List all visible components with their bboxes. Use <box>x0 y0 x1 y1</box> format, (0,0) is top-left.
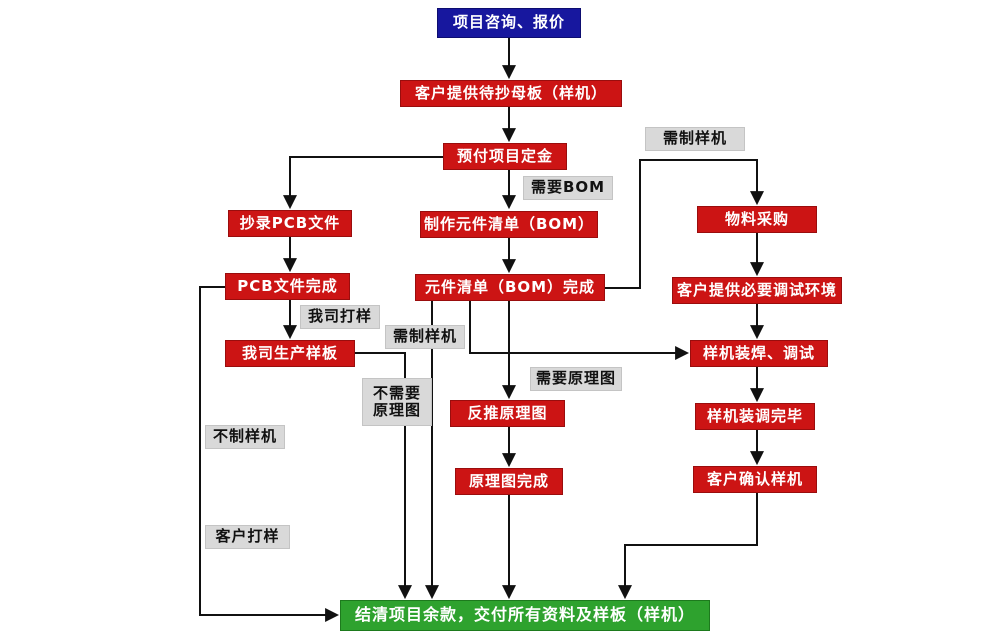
edge-confirm-prototype-to-settle <box>618 493 758 600</box>
node-debug-env: 客户提供必要调试环境 <box>672 277 842 304</box>
label-need-prototype-mid: 需制样机 <box>385 325 465 349</box>
label-need-prototype-top: 需制样机 <box>645 127 745 151</box>
node-copy-pcb: 抄录PCB文件 <box>228 210 352 237</box>
node-assemble-debug: 样机装焊、调试 <box>690 340 828 367</box>
edge-deposit-to-copy-pcb <box>283 156 443 210</box>
label-our-sampling: 我司打样 <box>300 305 380 329</box>
node-produce-sample: 我司生产样板 <box>225 340 355 367</box>
node-deposit: 预付项目定金 <box>443 143 567 170</box>
edge-pcb-done-to-settle <box>199 286 340 622</box>
node-reverse-schematic: 反推原理图 <box>450 400 565 427</box>
node-pcb-done: PCB文件完成 <box>225 273 350 300</box>
node-confirm-prototype: 客户确认样机 <box>693 466 817 493</box>
label-no-schematic: 不需要 原理图 <box>362 378 432 426</box>
node-make-bom: 制作元件清单（BOM） <box>420 211 598 238</box>
node-debug-done: 样机装调完毕 <box>695 403 815 430</box>
node-provide-board: 客户提供待抄母板（样机） <box>400 80 622 107</box>
node-schematic-done: 原理图完成 <box>455 468 563 495</box>
node-settle: 结清项目余款，交付所有资料及样板（样机） <box>340 600 710 631</box>
node-bom-done: 元件清单（BOM）完成 <box>415 274 605 301</box>
label-need-schematic: 需要原理图 <box>530 367 622 391</box>
node-consult: 项目咨询、报价 <box>437 8 581 38</box>
label-need-bom: 需要BOM <box>523 176 613 200</box>
label-customer-sampling: 客户打样 <box>205 525 290 549</box>
label-no-prototype: 不制样机 <box>205 425 285 449</box>
node-procurement: 物料采购 <box>697 206 817 233</box>
edge-bom-done-to-assemble-debug <box>469 301 690 360</box>
